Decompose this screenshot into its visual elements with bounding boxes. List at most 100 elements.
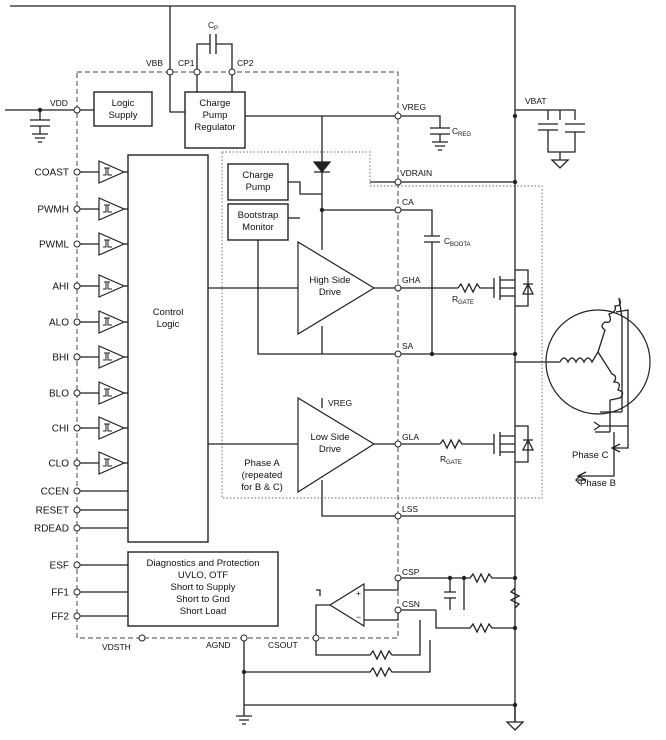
low-side-drive	[297, 396, 376, 494]
svg-text:−: −	[356, 612, 361, 622]
cpr-label-1: Charge	[199, 98, 230, 109]
phase-a-label-1: Phase A	[244, 458, 280, 469]
pin-cp2: CP2	[237, 58, 254, 68]
pin-marker-alo	[73, 318, 81, 326]
cap-cp-sub: P	[214, 26, 218, 32]
pin-cp1: CP1	[178, 58, 195, 68]
cap-creg-label: C	[452, 126, 458, 136]
pin-label-pwmh: PWMH	[37, 205, 69, 216]
cap-cp-label: C	[208, 20, 214, 30]
junction-dot	[512, 625, 518, 631]
current-sense-amp	[328, 582, 365, 628]
lsd-label-2: Drive	[319, 444, 341, 455]
logic-supply-label-1: Logic	[112, 98, 135, 109]
pin-ca: CA	[402, 197, 414, 207]
pin-gla: GLA	[402, 432, 419, 442]
input-buffer-chi	[98, 416, 126, 440]
hsd-label-2: Drive	[319, 287, 341, 298]
hsd-label-1: High Side	[309, 275, 350, 286]
pin-lss: LSS	[402, 504, 418, 514]
pin-csp: CSP	[402, 567, 420, 577]
input-buffer-coast	[98, 160, 126, 184]
junction-dot	[512, 575, 518, 581]
junction-dot	[512, 179, 518, 185]
pin-marker-clo	[73, 459, 81, 467]
pin-vreg: VREG	[402, 102, 426, 112]
cp-label-2: Pump	[246, 182, 271, 193]
pin-marker-esf	[73, 561, 81, 569]
junction-dot	[461, 575, 467, 581]
logic-supply-label-2: Supply	[108, 110, 137, 121]
pin-marker-csn	[394, 606, 402, 614]
junction-dot	[429, 351, 435, 357]
junction-dot	[447, 575, 453, 581]
pin-marker-bhi	[73, 353, 81, 361]
input-buffer-bhi	[98, 345, 126, 369]
junction-dot	[512, 113, 518, 119]
pin-vbat: VBAT	[525, 96, 547, 106]
pin-sa: SA	[402, 341, 414, 351]
pin-agnd: AGND	[206, 640, 231, 650]
junction-dot	[512, 351, 518, 357]
pin-marker-pwmh	[73, 205, 81, 213]
pin-marker-ff2	[73, 612, 81, 620]
pin-label-esf: ESF	[50, 561, 69, 572]
input-buffer-alo	[98, 310, 126, 334]
pin-marker-csp	[394, 574, 402, 582]
pin-marker-blo	[73, 389, 81, 397]
pin-marker-vbb	[166, 68, 174, 76]
pin-label-ff2: FF2	[51, 612, 69, 623]
control-logic-label-2: Logic	[157, 319, 180, 330]
input-buffer-blo	[98, 381, 126, 405]
pin-marker-ca	[394, 206, 402, 214]
cp-label-1: Charge	[242, 170, 273, 181]
pin-label-bhi: BHI	[52, 353, 69, 364]
pin-marker-vdrain	[394, 178, 402, 186]
pin-label-blo: BLO	[49, 389, 69, 400]
phase-a-region	[221, 151, 543, 499]
cpr-label-2: Pump	[203, 110, 228, 121]
pin-label-ff1: FF1	[51, 588, 69, 599]
pin-marker-vreg	[394, 112, 402, 120]
diag-label-2: UVLO, OTF	[178, 570, 228, 581]
junction-dot	[319, 207, 325, 213]
cap-cboot-label: C	[444, 236, 450, 246]
charge-pump-block	[227, 163, 289, 201]
pin-label-chi: CHI	[52, 424, 69, 435]
charge-pump-regulator-block	[184, 91, 246, 149]
rgate1-label: R	[452, 294, 458, 304]
pin-marker-ccen	[73, 487, 81, 495]
diag-label-3: Short to Supply	[171, 582, 236, 593]
pin-label-ahi: AHI	[52, 282, 69, 293]
pin-vdsth: VDSTH	[102, 642, 131, 652]
pin-marker-ahi	[73, 282, 81, 290]
pin-label-coast: COAST	[35, 168, 69, 179]
pin-marker-sa	[394, 350, 402, 358]
diag-label-4: Short to Gnd	[176, 594, 230, 605]
diagnostics-block	[127, 551, 279, 627]
ic-boundary	[76, 71, 399, 639]
diag-label-5: Short Load	[180, 606, 226, 617]
input-buffer-pwmh	[98, 197, 126, 221]
rgate1-sub: GATE	[458, 300, 474, 306]
pin-marker-chi	[73, 424, 81, 432]
pin-label-clo: CLO	[48, 459, 69, 470]
input-buffers	[80, 160, 128, 617]
pin-label-pwml: PWML	[39, 240, 69, 251]
lsd-label-1: Low Side	[310, 432, 349, 443]
pin-label-rdead: RDEAD	[34, 524, 69, 535]
pin-marker-cp1	[193, 68, 201, 76]
diag-label-1: Diagnostics and Protection	[146, 558, 259, 569]
input-buffer-ahi	[98, 274, 126, 298]
vreg-ld-label: VREG	[328, 398, 352, 408]
pin-marker-gla	[394, 440, 402, 448]
cap-cboot-sub: BOOTA	[450, 242, 471, 248]
pin-gha: GHA	[402, 275, 421, 285]
pin-csout: CSOUT	[268, 640, 298, 650]
cpr-label-3: Regulator	[194, 122, 235, 133]
pin-marker-lss	[394, 512, 402, 520]
pin-label-reset: RESET	[36, 506, 69, 517]
control-logic-block	[127, 154, 209, 543]
motor	[545, 309, 651, 415]
logic-supply-block	[93, 91, 153, 127]
